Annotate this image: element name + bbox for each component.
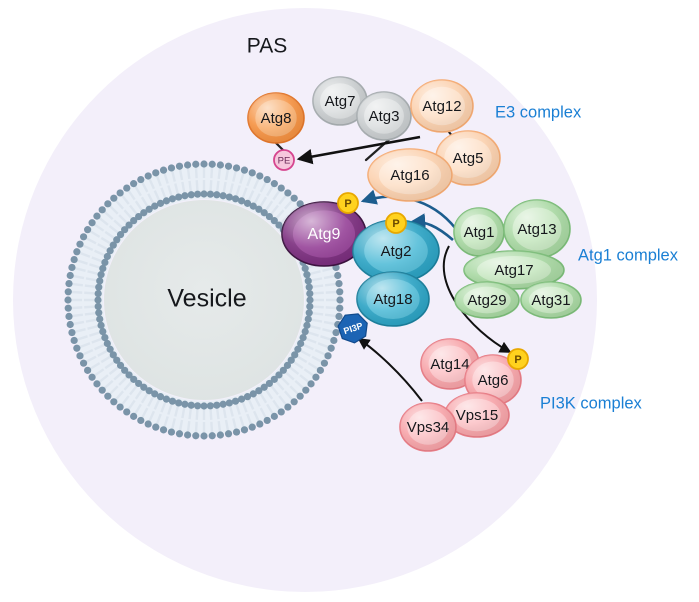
complex-label-atg1-complex: Atg1 complex (578, 246, 679, 264)
protein-label-atg9: Atg9 (308, 226, 341, 243)
protein-label-atg31: Atg31 (531, 292, 570, 309)
protein-node-atg2[interactable]: Atg2 (352, 219, 440, 283)
vesicle-lumen (104, 200, 304, 400)
protein-node-vps34[interactable]: Vps34 (399, 402, 457, 452)
marker-label-p-atg9: P (344, 198, 351, 210)
protein-label-atg1: Atg1 (464, 224, 495, 241)
protein-node-atg18[interactable]: Atg18 (356, 271, 430, 327)
protein-label-atg13: Atg13 (517, 221, 556, 238)
marker-label-pe: PE (278, 156, 291, 167)
vesicle-membrane (64, 160, 344, 440)
complex-label-e3-complex: E3 complex (495, 103, 582, 121)
modification-marker-layer: PE P P P PI3P (273, 149, 529, 370)
protein-label-vps15: Vps15 (456, 407, 499, 424)
protein-label-vps34: Vps34 (407, 419, 450, 436)
marker-label-p-atg6: P (514, 354, 521, 366)
marker-p-atg6[interactable]: P (507, 348, 529, 370)
atg3-atg16-stem (364, 135, 394, 162)
complex-label-pi3k-complex: PI3K complex (540, 394, 643, 412)
marker-p-atg2[interactable]: P (385, 212, 407, 234)
protein-label-atg7: Atg7 (325, 93, 356, 110)
vesicle-label: Vesicle (167, 285, 246, 313)
protein-node-atg3[interactable]: Atg3 (356, 91, 412, 141)
marker-pi3p[interactable]: PI3P (337, 313, 368, 344)
protein-label-atg2: Atg2 (381, 243, 412, 260)
pas-label: PAS (247, 35, 287, 58)
protein-label-atg16: Atg16 (390, 167, 429, 184)
protein-label-atg5: Atg5 (453, 150, 484, 167)
protein-label-atg3: Atg3 (369, 108, 400, 125)
protein-node-atg17[interactable]: Atg17 (463, 250, 565, 290)
protein-label-atg12: Atg12 (422, 98, 461, 115)
protein-label-atg6: Atg6 (478, 372, 509, 389)
protein-label-atg18: Atg18 (373, 291, 412, 308)
protein-node-atg16[interactable]: Atg16 (367, 148, 453, 202)
protein-node-atg8[interactable]: Atg8 (247, 92, 305, 144)
marker-p-atg9[interactable]: P (337, 192, 359, 214)
protein-node-vps15[interactable]: Vps15 (444, 392, 510, 438)
protein-node-atg9[interactable]: Atg9 (281, 201, 367, 267)
atg1-to-atg2-arrow (409, 213, 454, 241)
protein-node-layer: Atg8Atg7Atg3Atg12Atg5Atg16Atg9Atg2Atg18A… (247, 76, 582, 452)
protein-node-atg1[interactable]: Atg1 (453, 207, 505, 257)
marker-pe[interactable]: PE (273, 149, 295, 171)
protein-label-atg29: Atg29 (467, 292, 506, 309)
protein-label-atg8: Atg8 (261, 110, 292, 127)
protein-label-atg14: Atg14 (430, 356, 469, 373)
protein-node-atg13[interactable]: Atg13 (503, 199, 571, 259)
vps34-to-pi3p-arrow (357, 337, 423, 402)
protein-label-atg17: Atg17 (494, 262, 533, 279)
protein-node-atg7[interactable]: Atg7 (312, 76, 368, 126)
marker-label-p-atg2: P (392, 218, 399, 230)
protein-node-atg31[interactable]: Atg31 (520, 281, 582, 319)
protein-node-atg12[interactable]: Atg12 (410, 79, 474, 133)
protein-node-atg29[interactable]: Atg29 (454, 281, 520, 319)
e3-to-pe-arrow (296, 135, 421, 165)
